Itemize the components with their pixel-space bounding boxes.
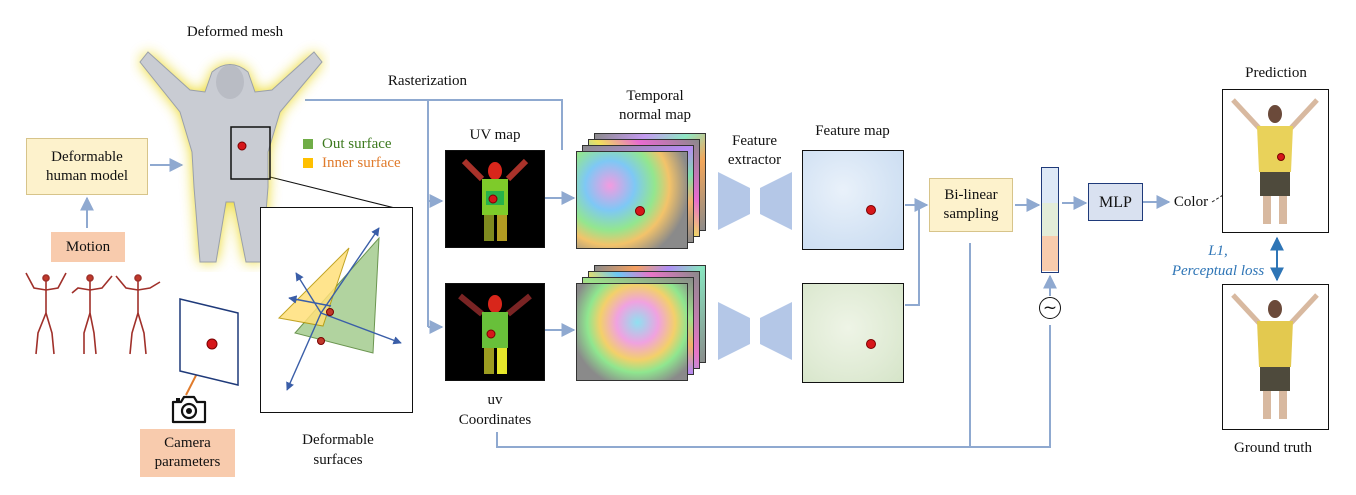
deformable-surfaces-line1: Deformable [302,432,374,448]
tilde-circle-icon: ~ [1039,297,1061,319]
prediction-image [1222,89,1329,233]
feature-map-top [802,150,904,250]
temporal-normal-map-bottom [576,265,706,383]
deformable-human-model-line1: Deformable [51,148,123,165]
extractor-decoder-icon [760,172,792,230]
camera-parameters-box: Camera parameters [140,429,235,477]
skeleton-icon [25,272,161,355]
uv-coordinates-line2: Coordinates [458,412,532,428]
rasterization-line [305,99,563,150]
temporal-normal-map-line2: normal map [618,107,692,123]
loss-line1: L1, [1208,243,1228,259]
tilde-symbol: ~ [1042,297,1058,318]
temporal-normal-map-label: Temporal normal map [595,87,715,125]
normal-map-frame [576,151,688,249]
out-surface-label: Out surface [322,136,392,152]
loss-line2: Perceptual loss [1171,263,1265,279]
ground-truth-image [1222,284,1329,430]
deformed-mesh-label: Deformed mesh [186,24,284,40]
feature-extractor-line1: Feature [732,133,777,149]
bilinear-sampling-line2: sampling [943,206,999,222]
temporal-normal-map-line1: Temporal [626,88,684,104]
bilinear-sampling-line1: Bi-linear [944,187,998,203]
camera-icon [171,395,207,424]
deformed-mesh-figure [139,51,323,263]
prediction-label: Prediction [1245,65,1307,81]
out-surface-swatch [303,139,313,149]
deformable-human-model-line2: human model [45,167,129,184]
inner-surface-swatch [303,158,313,168]
deformable-human-model-box: Deformable human model [26,138,148,195]
inner-surface-label: Inner surface [322,155,401,171]
motion-box: Motion [51,232,125,262]
feature-extractor-line2: extractor [727,152,782,168]
camera-parameters-line2: parameters [154,454,221,470]
feature-map-label: Feature map [815,123,890,139]
deformable-surfaces-panel [260,207,413,413]
uv-map-bottom [445,283,545,381]
deformable-surfaces-line2: surfaces [313,452,363,468]
uv-map-label: UV map [469,127,521,143]
bilinear-sampling-box: Bi-linear sampling [929,178,1013,232]
image-plane [179,298,239,386]
feature-extractor-bottom [718,302,792,360]
temporal-normal-map-top [576,133,706,251]
extractor-encoder-icon [718,302,750,360]
deformable-surfaces-label: Deformable surfaces [268,430,408,470]
feature-extractor-label: Feature extractor [712,132,797,170]
extractor-decoder-icon [760,302,792,360]
loss-label: L1, Perceptual loss [1170,241,1266,281]
mlp-box: MLP [1088,183,1143,221]
uv-map-top [445,150,545,248]
normal-map-frame [576,283,688,381]
extractor-encoder-icon [718,172,750,230]
color-label: Color [1173,194,1209,210]
feature-vector [1041,167,1059,273]
feature-map-bottom [802,283,904,383]
ground-truth-label: Ground truth [1234,440,1312,456]
rasterization-label: Rasterization [387,73,468,89]
camera-parameters-line1: Camera [164,435,211,451]
feature-extractor-top [718,172,792,230]
uv-coordinates-line1: uv [487,392,503,408]
